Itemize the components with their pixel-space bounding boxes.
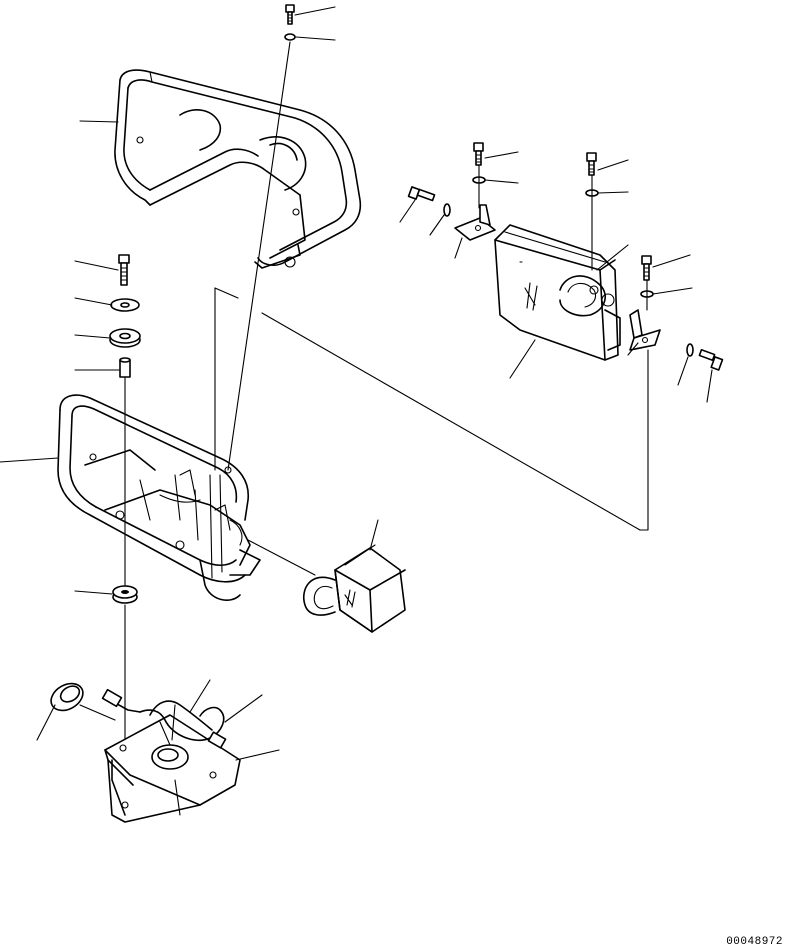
assembly-lines: [214, 287, 649, 531]
wire-harness: [101, 688, 227, 749]
leader-lines: [0, 6, 713, 816]
upper-bolt: [285, 4, 295, 25]
guard-bolt: [118, 254, 130, 286]
flat-washer: [110, 298, 140, 312]
lower-guard: [57, 394, 261, 601]
mounting-plate: [104, 714, 241, 823]
lamp-bracket-left: [454, 204, 496, 241]
rubber-mount: [112, 585, 138, 604]
collar: [119, 357, 131, 378]
lamp-bracket-right: [629, 309, 661, 351]
drawing-id: 00048972: [726, 936, 783, 948]
grommet: [50, 682, 84, 712]
upper-guard: [114, 69, 362, 269]
cushion-rubber: [109, 328, 141, 348]
rear-lamp: [494, 224, 621, 361]
front-lamp: [247, 539, 406, 633]
upper-washer: [284, 33, 296, 41]
